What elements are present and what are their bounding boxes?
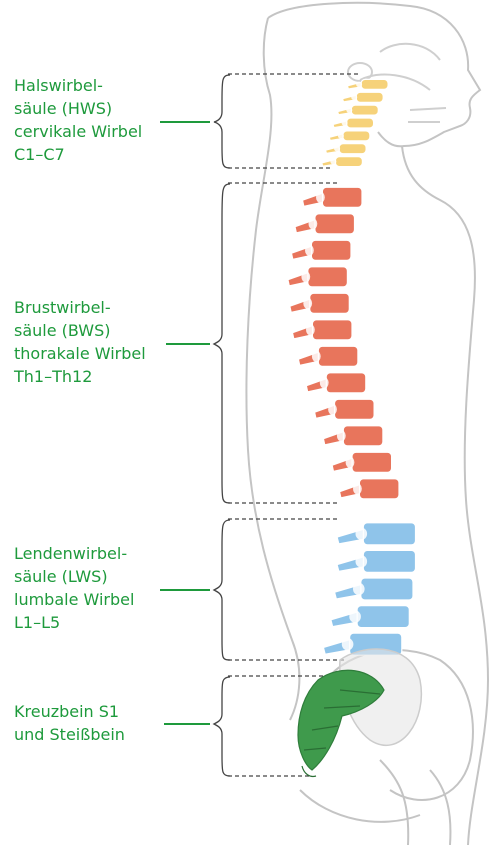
thoracic-vertebra-body: [352, 452, 392, 472]
cervical-facet-joint: [338, 133, 344, 139]
label-lumbar: Lendenwirbel- säule (LWS) lumbale Wirbel…: [14, 542, 134, 634]
label-thoracic-line4: Th1–Th12: [14, 365, 146, 388]
cervical-facet-joint: [356, 82, 362, 88]
cervical-vertebra-body: [356, 92, 383, 102]
label-lumbar-line1: Lendenwirbel-: [14, 542, 134, 565]
lumbar-facet-joint: [356, 555, 368, 567]
label-cervical-line1: Halswirbel-: [14, 74, 142, 97]
label-thoracic-line2: säule (BWS): [14, 319, 146, 342]
lumbar-facet-joint: [349, 610, 361, 622]
thoracic-facet-joint: [301, 271, 310, 282]
thoracic-facet-joint: [320, 377, 329, 388]
label-thoracic-line3: thorakale Wirbel: [14, 342, 146, 365]
thoracic-facet-joint: [303, 298, 312, 309]
cervical-vertebra-body: [343, 131, 370, 141]
lumbar-vertebra-body: [361, 578, 413, 600]
label-lumbar-line4: L1–L5: [14, 611, 134, 634]
thoracic-vertebra-body: [335, 399, 375, 419]
thoracic-vertebra-body: [359, 479, 399, 499]
lumbar-facet-joint: [353, 583, 365, 595]
thoracic-vertebra-body: [312, 320, 352, 340]
thoracic-vertebra-body: [322, 187, 362, 207]
thoracic-facet-joint: [316, 192, 325, 203]
thoracic-facet-joint: [353, 483, 362, 494]
thoracic-facet-joint: [328, 404, 337, 415]
cervical-vertebra-body: [351, 105, 378, 115]
thoracic-facet-joint: [312, 351, 321, 362]
thoracic-vertebra-body: [343, 426, 383, 446]
label-cervical-line4: C1–C7: [14, 143, 142, 166]
thoracic-vertebra-body: [318, 346, 358, 366]
label-lumbar-line3: lumbale Wirbel: [14, 588, 134, 611]
thoracic-facet-joint: [306, 324, 315, 335]
label-thoracic: Brustwirbel- säule (BWS) thorakale Wirbe…: [14, 296, 146, 388]
cervical-vertebra-body: [347, 118, 374, 128]
thoracic-vertebra-body: [310, 293, 350, 313]
cervical-vertebra-body: [335, 157, 362, 167]
label-sacrum-line1: Kreuzbein S1: [14, 700, 125, 723]
label-thoracic-line1: Brustwirbel-: [14, 296, 146, 319]
thoracic-vertebra-body: [308, 267, 348, 287]
lumbar-vertebra-body: [363, 523, 415, 545]
lumbar-vertebra-body: [363, 550, 415, 572]
thoracic-facet-joint: [346, 457, 355, 468]
cervical-facet-joint: [351, 95, 357, 101]
cervical-facet-joint: [334, 146, 340, 152]
label-cervical-line3: cervikale Wirbel: [14, 120, 142, 143]
cervical-vertebra-body: [361, 79, 388, 89]
thoracic-vertebra-body: [315, 214, 355, 234]
thoracic-facet-joint: [305, 245, 314, 256]
cervical-facet-joint: [346, 107, 352, 113]
lumbar-facet-joint: [342, 638, 354, 650]
label-connectors: [160, 122, 210, 724]
cervical-facet-joint: [330, 159, 336, 165]
label-sacrum: Kreuzbein S1 und Steißbein: [14, 700, 125, 746]
thoracic-facet-joint: [309, 218, 318, 229]
thoracic-facet-joint: [337, 430, 346, 441]
vertebral-column: [288, 79, 415, 655]
label-lumbar-line2: säule (LWS): [14, 565, 134, 588]
cervical-vertebra-body: [339, 144, 366, 154]
label-cervical: Halswirbel- säule (HWS) cervikale Wirbel…: [14, 74, 142, 166]
label-cervical-line2: säule (HWS): [14, 97, 142, 120]
lumbar-facet-joint: [356, 528, 368, 540]
cervical-facet-joint: [342, 120, 348, 126]
lumbar-vertebra-body: [357, 606, 409, 628]
thoracic-vertebra-body: [311, 240, 351, 260]
label-sacrum-line2: und Steißbein: [14, 723, 125, 746]
thoracic-vertebra-body: [326, 373, 366, 393]
